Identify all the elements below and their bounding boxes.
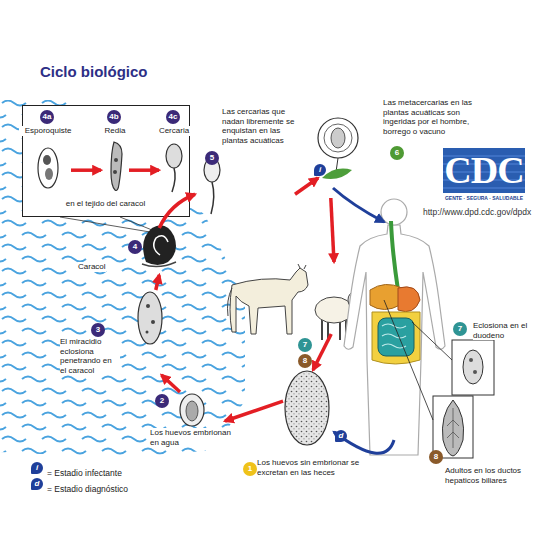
snail-drawing [142, 225, 176, 266]
animal-hosts: 78 [222, 262, 362, 334]
callout-number: 4c [166, 110, 180, 124]
juvenile-fluke-frame [452, 340, 494, 395]
unembryonated-egg-stage: d1Los huevos sin embrionar se excretan e… [283, 370, 333, 448]
stage-caption: Los huevos embrionan en agua [150, 428, 232, 447]
cow-drawing [228, 264, 309, 334]
logo-text: CDC [443, 148, 525, 193]
stage-caption: Los huevos sin embrionar se excretan en … [257, 458, 382, 477]
human-route-arrows [333, 188, 394, 453]
redia-stage: 4bRedia [101, 110, 129, 196]
stage-caption: en el tejido del caracol [23, 199, 188, 209]
cycle-arrow [129, 168, 159, 172]
sporocyst-drawing [38, 148, 58, 188]
source-url: http://www.dpd.cdc.gov/dpdx [423, 207, 531, 217]
snail-stage: 4Caracol [70, 228, 175, 275]
embryonated-egg-drawing [180, 394, 204, 426]
legend-entry: = Estadio diagnóstico [47, 478, 128, 496]
stage-caption: Las metacercarias en las plantas acuátic… [383, 98, 478, 136]
cycle-arrow [71, 168, 101, 172]
stage-caption: Eclosiona en el duodeno [473, 321, 543, 340]
callout-number: 7 [298, 338, 312, 352]
stage-caption: Redia [95, 126, 135, 136]
callout-number: 6 [390, 146, 404, 160]
organ-leader-lines [384, 300, 452, 420]
callout-number: 3 [91, 323, 105, 337]
unembryonated-egg-drawing [285, 371, 329, 445]
callout-number: 4a [40, 110, 54, 124]
sporocyst-stage: 4aEsporoquiste [25, 110, 71, 196]
duodenum-stage: 7 Eclosiona en el duodeno [445, 318, 545, 398]
cercaria-drawing [166, 144, 182, 192]
adult-fluke-frame [433, 396, 473, 458]
redia-drawing [111, 142, 122, 190]
callout-number: 4b [107, 110, 121, 124]
snail-tissue-box: en el tejido del caracol4aEsporoquiste4b… [22, 105, 190, 217]
cercaria-stage: 4cCercaria [159, 110, 189, 196]
stage-caption: Caracol [78, 262, 106, 272]
miracidium-stage: 3El miracidio eclosiona penetrando en el… [58, 290, 173, 375]
legend-text: = Estadio infectante [47, 468, 122, 478]
human-figure [344, 199, 445, 455]
cycle-arrow [295, 178, 318, 194]
cdc-logo [443, 148, 525, 193]
cycle-arrow [162, 375, 181, 392]
free-cercaria-stage: 5Las cercarias que nadan libremente se e… [195, 105, 295, 210]
legend-marker: d [31, 478, 43, 490]
callout-number: 8 [298, 354, 312, 368]
diagram-title: Ciclo biológico [40, 63, 148, 80]
callout-number: 7 [453, 322, 467, 336]
logo-tagline: GENTE · SEGURA · SALUDABLE [443, 195, 525, 201]
miracidium-drawing [138, 292, 162, 344]
stage-marker: i [314, 164, 326, 176]
legend-entry: = Estadio infectante [47, 462, 122, 480]
stage-caption: Las cercarias que nadan libremente se en… [222, 107, 296, 145]
callout-number: 4 [128, 240, 142, 254]
leader-lines [60, 217, 152, 232]
cycle-arrow [313, 334, 331, 370]
legend-text: = Estadio diagnóstico [47, 484, 128, 494]
cycle-arrow [156, 275, 160, 290]
stage-marker: d [335, 430, 347, 442]
callout-number: 8 [429, 450, 443, 464]
cycle-arrow [225, 401, 283, 421]
stage-caption: Adultos en los ductos hepaticos biliares [445, 466, 540, 485]
snail-tissue-panel [22, 105, 190, 217]
callout-number: 2 [155, 394, 169, 408]
callout-number: 5 [205, 151, 219, 165]
stage-caption: Cercaria [153, 126, 195, 136]
water-waves [0, 100, 245, 458]
legend-marker: i [31, 462, 43, 474]
embryonated-egg-stage: 2Los huevos embrionan en agua [150, 392, 225, 450]
stage-caption: Esporoquiste [19, 126, 77, 136]
free-cercaria-drawing [204, 158, 220, 214]
callout-number: 1 [243, 462, 257, 476]
stage-caption: El miracidio eclosiona penetrando en el … [60, 337, 120, 375]
cycle-arrow [331, 198, 334, 262]
adult-fluke-stage: 8Adultos en los ductos hepaticos biliare… [425, 392, 540, 492]
